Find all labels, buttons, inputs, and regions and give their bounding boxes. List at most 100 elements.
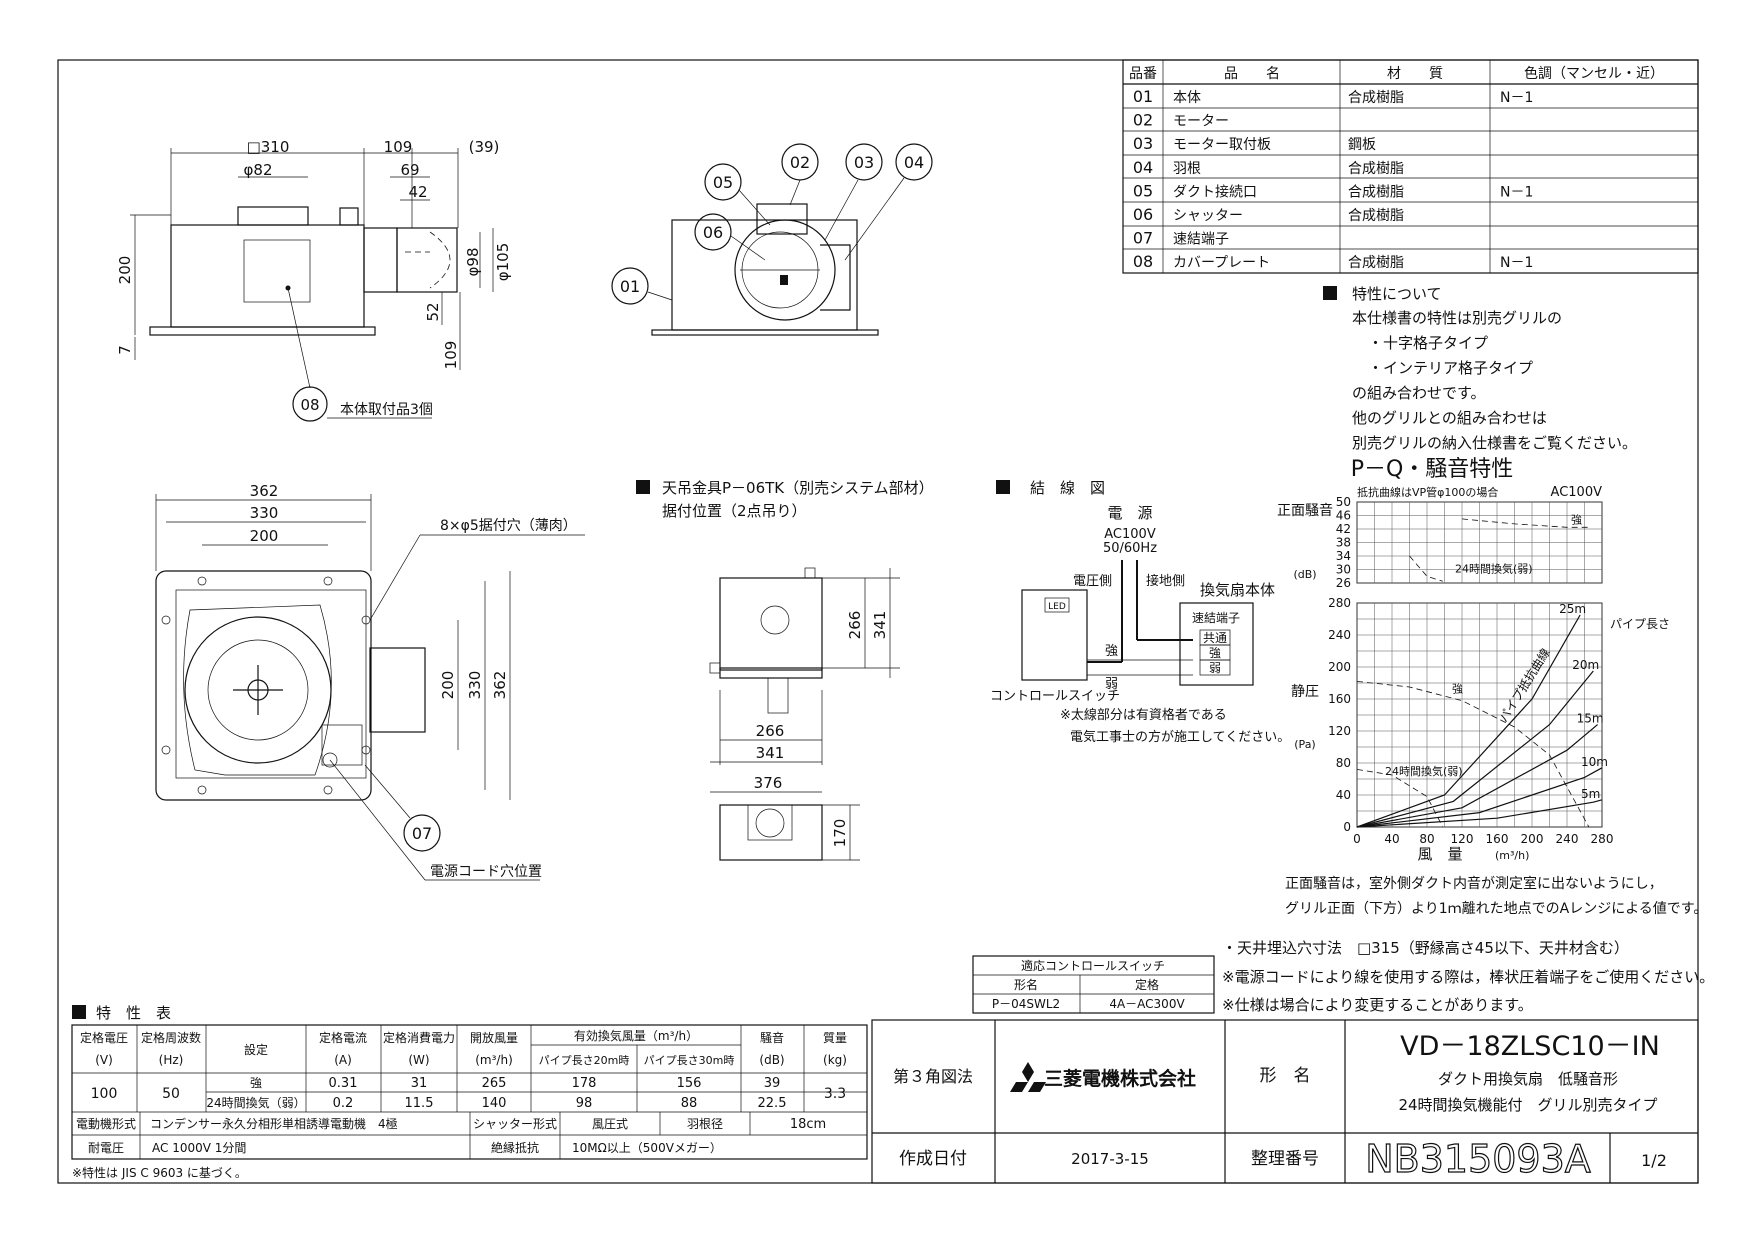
pq-ytick-label: 120 [1328,724,1351,738]
parts-cell: 羽根 [1173,161,1201,177]
wiring-switch: コントロールスイッチ [990,689,1120,704]
spec-h-power: 定格消費電力 [383,1030,455,1045]
spec-row1-current: 0.31 [329,1076,358,1091]
callout-04: 04 [904,153,924,172]
switch-h-rating: 定格 [1135,977,1159,992]
pq-ytick-label: 40 [1336,788,1351,802]
callout-07: 07 [412,824,432,843]
term-weak: 弱 [1209,661,1221,675]
callout-02: 02 [790,153,810,172]
parts-cell: 合成樹脂 [1348,90,1404,106]
pq-xunit: (m³/h) [1495,849,1529,862]
spec-row2-power: 11.5 [405,1096,434,1111]
parts-cell: 合成樹脂 [1348,184,1404,200]
spec-withstand: AC 1000V 1分間 [152,1141,246,1155]
wiring-live: 電圧側 [1073,574,1112,589]
pq-xtick-label: 120 [1451,832,1474,846]
mitsubishi-logo-icon [1010,1062,1046,1092]
pq-xlabel: 風 量 [1417,845,1462,863]
dim-109b: 109 [442,341,460,370]
noise-series-label: 24時間換気(弱) [1455,561,1533,575]
parts-table: 品番 品 名 材 質 色調（マンセル・近） [1122,59,1699,274]
parts-cell: N－1 [1500,255,1533,271]
parts-cell: 04 [1133,158,1153,177]
spec-row2-current: 0.2 [333,1096,354,1111]
spec-u-power: (W) [408,1053,429,1067]
spec-row1-open-flow: 265 [482,1076,507,1091]
parts-cell: 合成樹脂 [1348,208,1404,224]
spec-motor-label: 電動機形式 [76,1116,136,1131]
parts-cell: モーター [1173,114,1229,130]
dim-39: (39) [469,138,500,156]
parts-cell: 01 [1133,87,1153,106]
section-view: 05 06 01 02 03 04 [611,143,933,336]
note-bullet [1323,286,1337,300]
parts-cell: 03 [1133,134,1153,153]
side-view: □310 109 (39) φ82 69 42 200 7 φ98 φ105 5… [116,138,512,422]
pq-xtick-label: 280 [1591,832,1614,846]
plan-dim-200: 200 [250,527,279,545]
noise-ytick-label: 30 [1336,563,1351,577]
switch-h-model: 形名 [1014,977,1038,992]
spec-row2-setting: 24時間換気（弱） [206,1095,305,1110]
noise-ytick-label: 38 [1336,536,1351,550]
title-number: NB315093A [1365,1137,1591,1181]
callout-08 [292,386,328,422]
parts-cell: 合成樹脂 [1348,161,1404,177]
resistance-curve-label: 15m [1577,712,1604,726]
wiring-note1: ※太線部分は有資格者である [1060,707,1227,723]
callout-06: 06 [703,223,723,242]
spec-u-voltage: (V) [95,1053,113,1067]
pq-xtick-label: 200 [1521,832,1544,846]
spec-h-pipe30: パイプ長さ30m時 [644,1054,735,1067]
noise-ytick-label: 42 [1336,522,1351,536]
spec-row1-pipe20: 178 [572,1076,597,1091]
hanger-266v: 266 [846,611,864,640]
resistance-curve-label: 20m [1572,658,1599,672]
spec-h-mass: 質量 [823,1030,847,1045]
general-note-2: ※電源コードにより線を使用する際は，棒状圧着端子をご使用ください。 [1222,968,1714,986]
hanger-sub: 据付位置（2点吊り） [662,502,807,520]
spec-insulation: 10MΩ以上（500Vメガー） [572,1141,722,1155]
title-date: 2017-3-15 [1071,1150,1149,1168]
noise-ytick-label: 26 [1336,576,1351,590]
note-line: 別売グリルの納入仕様書をご覧ください。 [1352,434,1637,452]
general-note-1: ・天井埋込穴寸法 □315（野縁高さ45以下、天井材含む） [1222,939,1629,957]
characteristics-note: 特性について 本仕様書の特性は別売グリルの ・十字格子タイプ ・インテリア格子タ… [1323,285,1637,452]
callout-08-note: 本体取付品3個 [340,402,433,418]
spec-mass: 3.3 [824,1086,846,1102]
resistance-curve [1356,614,1581,828]
note-line: 本仕様書の特性は別売グリルの [1352,309,1562,327]
spec-h-noise: 騒音 [760,1030,784,1045]
plan-dim-330: 330 [250,504,279,522]
note-line: 他のグリルとの組み合わせは [1352,409,1547,427]
parts-cell: 07 [1133,229,1153,248]
switch-model: P－04SWL2 [992,997,1060,1011]
switch-title: 適応コントロールスイッチ [1021,958,1165,973]
dim-82: φ82 [244,161,273,179]
hanger-title: 天吊金具P－06TK（別売システム部材） [662,479,934,497]
dim-52: 52 [424,302,442,321]
spec-h-freq: 定格周波数 [141,1030,201,1045]
wiring-hz: 50/60Hz [1103,541,1157,556]
sw-strong: 強 [1105,644,1118,659]
noise-series-line [1409,555,1443,582]
resistance-curve-title: パイプ抵抗曲線 [1496,645,1553,724]
noise-ytick-label: 34 [1336,549,1351,563]
chart-note-2: グリル正面（下方）より1ｍ離れた地点でのAレンジによる値です。 [1285,900,1707,917]
spec-row1-setting: 強 [250,1076,262,1090]
parts-cell: 本体 [1173,90,1201,106]
spec-h-open-flow: 開放風量 [470,1030,518,1045]
spec-u-noise: (dB) [759,1053,784,1067]
callout-08-label: 08 [300,396,319,414]
chart-note-1: 正面騒音は，室外側ダクト内音が測定室に出ないようにし， [1285,875,1663,892]
parts-h-color: 色調（マンセル・近） [1524,65,1664,82]
title-name-label: 形 名 [1260,1066,1311,1086]
dim-105: φ105 [494,243,512,282]
pq-ytick-label: 0 [1343,820,1351,834]
parts-cell: N－1 [1500,184,1533,200]
spec-row2-pipe30: 88 [681,1096,698,1111]
parts-h-name: 品 名 [1224,66,1280,82]
